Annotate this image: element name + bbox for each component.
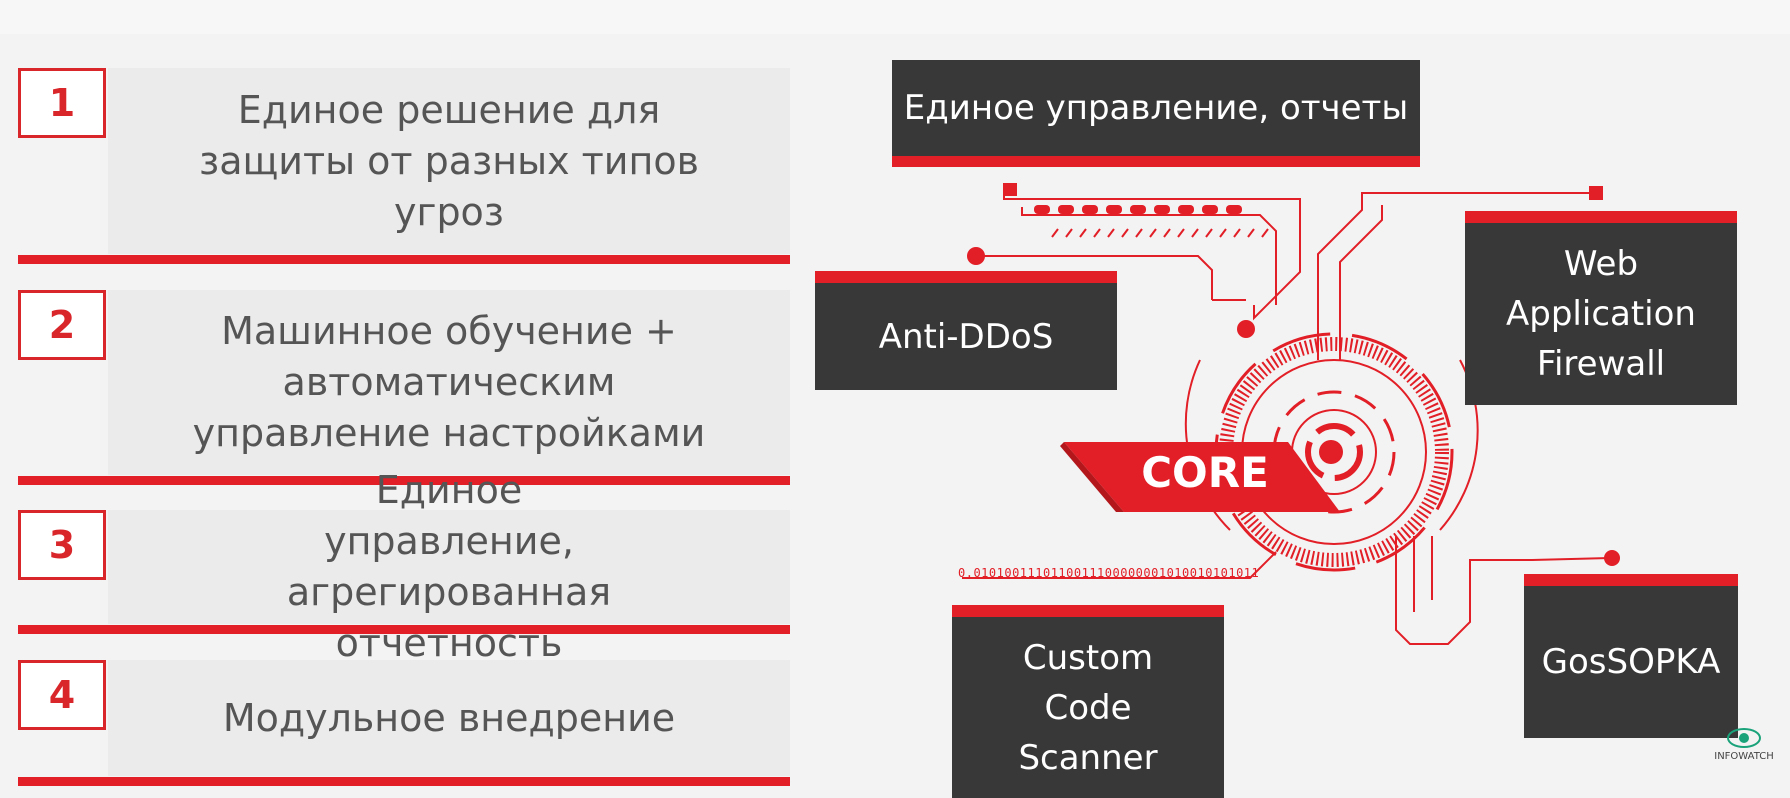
gossopka-box: GosSOPKA bbox=[1524, 574, 1738, 738]
list-item: 2 Машинное обучение + автоматическим упр… bbox=[0, 290, 790, 485]
logo-brand: INFOWATCH bbox=[1714, 751, 1774, 762]
item-underline bbox=[18, 625, 790, 634]
waf-box: Web Application Firewall bbox=[1465, 211, 1737, 405]
item-number: 4 bbox=[18, 660, 106, 730]
unified-management-label: Единое управление, отчеты bbox=[903, 88, 1409, 128]
item-number: 1 bbox=[18, 68, 106, 138]
item-panel bbox=[108, 660, 790, 776]
item-panel bbox=[108, 68, 790, 254]
anti-ddos-box: Anti-DDoS bbox=[815, 271, 1117, 390]
list-item: 4 Модульное внедрение bbox=[0, 660, 790, 786]
item-number: 3 bbox=[18, 510, 106, 580]
item-underline bbox=[18, 255, 790, 264]
waf-label-line2: Application bbox=[1506, 294, 1696, 334]
eye-icon bbox=[1727, 728, 1761, 748]
anti-ddos-label: Anti-DDoS bbox=[878, 316, 1054, 357]
item-panel bbox=[108, 290, 790, 475]
custom-code-scanner-box: Custom Code Scanner bbox=[952, 605, 1224, 798]
waf-label-line1: Web bbox=[1563, 244, 1639, 284]
item-text: Единое решение для защиты от разных типо… bbox=[198, 87, 699, 234]
list-item: 3 Единое управление, агрегированная отче… bbox=[0, 468, 790, 665]
core-label: CORE bbox=[1141, 448, 1269, 497]
ccs-label-line3: Scanner bbox=[1018, 737, 1158, 778]
unified-management-box: Единое управление, отчеты bbox=[892, 60, 1420, 167]
binary-string: 0.0101001110110011100000001010010101011 bbox=[958, 566, 1260, 580]
item-underline bbox=[18, 777, 790, 786]
item-number: 2 bbox=[18, 290, 106, 360]
ccs-label-line1: Custom bbox=[1022, 637, 1154, 678]
gossopka-label: GosSOPKA bbox=[1541, 642, 1721, 682]
top-band bbox=[0, 0, 1790, 34]
ccs-label-line2: Code bbox=[1044, 687, 1132, 728]
waf-label-line3: Firewall bbox=[1536, 344, 1666, 384]
item-underline bbox=[18, 476, 790, 485]
item-text: Модульное внедрение bbox=[222, 695, 676, 740]
list-item: 1 Единое решение для защиты от разных ти… bbox=[0, 68, 790, 264]
item-panel bbox=[108, 510, 790, 624]
infowatch-logo: INFOWATCH bbox=[1704, 728, 1784, 762]
item-text: Машинное обучение + автоматическим управ… bbox=[192, 309, 706, 455]
